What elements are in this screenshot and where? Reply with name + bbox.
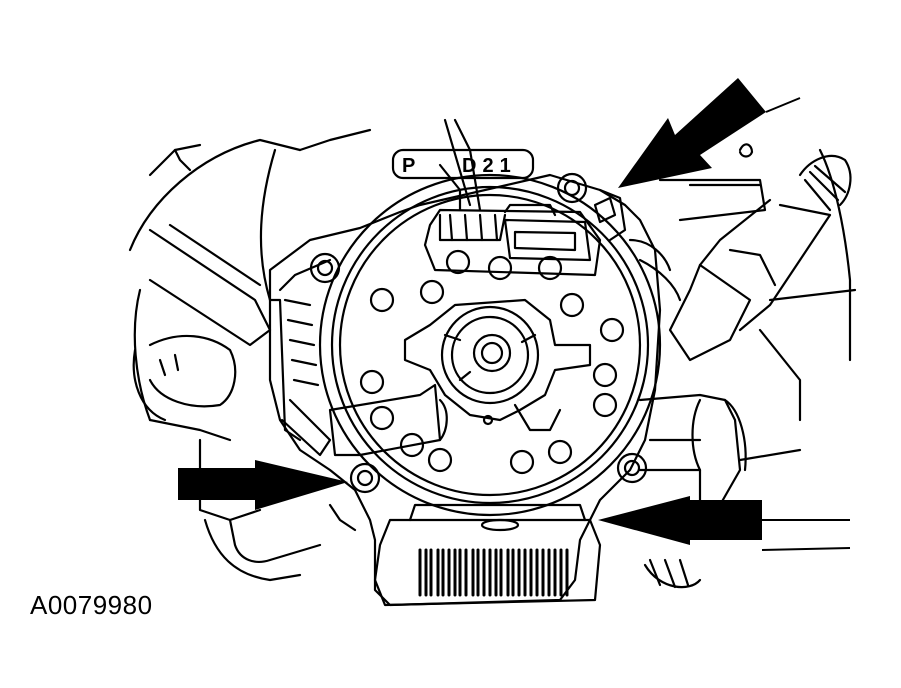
rotor-holes bbox=[359, 249, 625, 475]
connector-label-box bbox=[391, 148, 535, 180]
arrow-left bbox=[178, 460, 348, 510]
rotor-hub bbox=[403, 298, 592, 432]
clockspring-housing bbox=[268, 172, 662, 607]
barcode-bars bbox=[418, 548, 569, 597]
barcode-block bbox=[373, 503, 602, 607]
connector-label-right: D21 bbox=[462, 155, 517, 177]
connector-label-left: P bbox=[402, 155, 415, 177]
tape-strip bbox=[328, 383, 448, 457]
steering-column-housing bbox=[128, 128, 372, 582]
arrow-top-right bbox=[618, 78, 801, 188]
column-shroud-right bbox=[638, 143, 857, 589]
top-connector bbox=[423, 118, 602, 277]
wiring-harness bbox=[628, 154, 852, 362]
clockspring-rotor bbox=[318, 173, 662, 517]
figure-id-label: A0079980 bbox=[30, 590, 153, 620]
arrow-right bbox=[598, 496, 851, 551]
